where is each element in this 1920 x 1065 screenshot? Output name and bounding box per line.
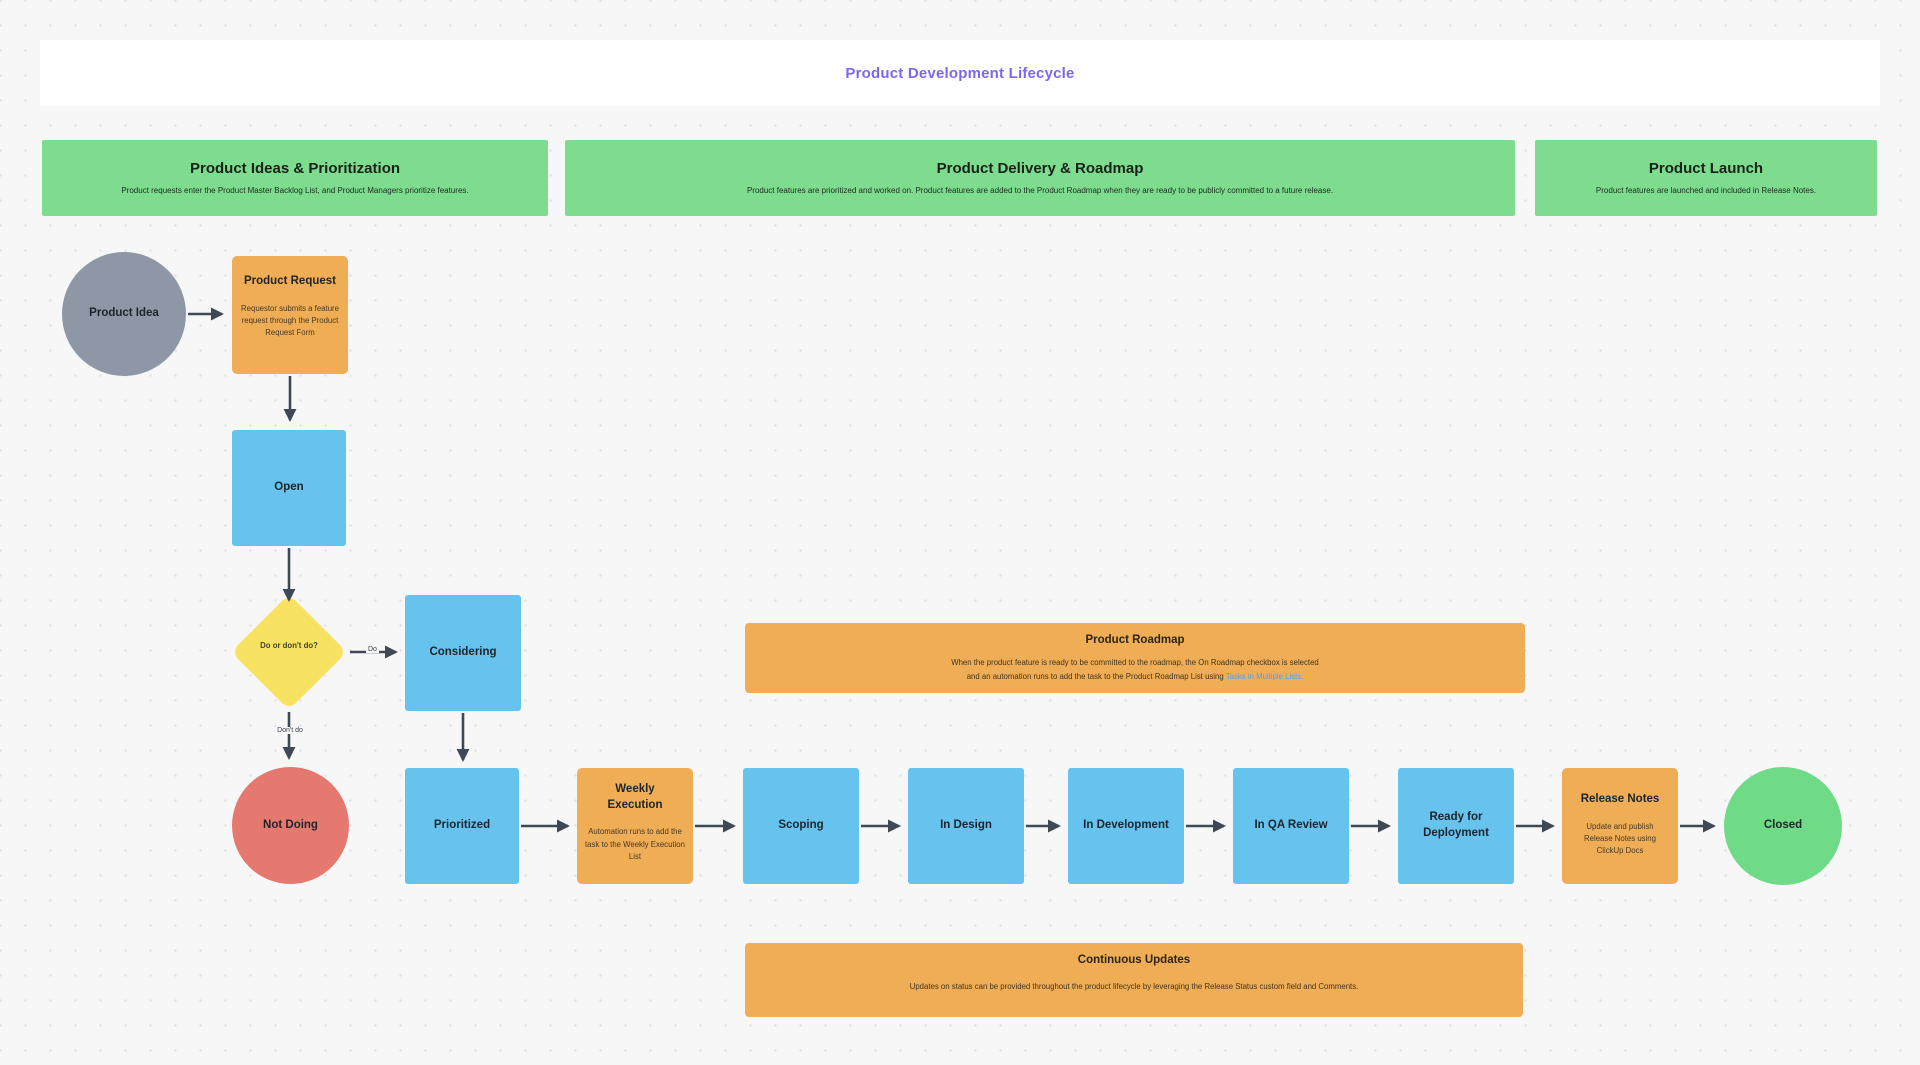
node-considering[interactable]: Considering [405,595,521,711]
section-title: Product Launch [1648,159,1764,177]
band-description: Updates on status can be provided throug… [909,982,1359,991]
node-description: Update and publish Release Notes using C… [1584,821,1656,856]
node-label: In Design [940,819,992,832]
edge-label-dont-do: Don't do [272,727,308,734]
node-description: Automation runs to add the task to the W… [585,827,685,861]
band-description-line1: When the product feature is ready to be … [951,658,1319,667]
node-in-design[interactable]: In Design [908,768,1024,884]
tasks-in-multiple-lists-link[interactable]: Tasks in Multiple Lists. [1225,671,1304,681]
node-label: Scoping [778,819,824,832]
section-title: Product Ideas & Prioritization [189,159,401,177]
band-title: Product Roadmap [1085,634,1185,646]
section-product-ideas-prioritization[interactable]: Product Ideas & Prioritization Product r… [42,140,548,216]
node-label: In Development [1083,819,1169,832]
node-prioritized[interactable]: Prioritized [405,768,519,884]
band-description-line2: and an automation runs to add the task t… [966,671,1304,681]
node-in-development[interactable]: In Development [1068,768,1184,884]
section-product-launch[interactable]: Product Launch Product features are laun… [1535,140,1877,216]
node-scoping[interactable]: Scoping [743,768,859,884]
edge-label-do: Do [366,646,379,653]
node-weekly-execution[interactable]: Weekly Execution Automation runs to add … [577,768,693,884]
node-label: Prioritized [433,819,491,832]
node-product-idea[interactable]: Product Idea [62,252,186,376]
page-title: Product Development Lifecycle [845,64,1075,82]
node-label: Do or don't do? [260,641,318,650]
section-title: Product Delivery & Roadmap [936,159,1144,177]
node-in-qa-review[interactable]: In QA Review [1233,768,1349,884]
node-label: Release Notes [1580,793,1660,805]
node-ready-for-deployment[interactable]: Ready for Deployment [1398,768,1514,884]
node-label: Open [274,481,304,494]
node-label: Ready for Deployment [1423,811,1489,839]
title-band: Product Development Lifecycle [40,40,1880,106]
node-closed[interactable]: Closed [1724,767,1842,885]
node-label: Product Idea [89,307,159,320]
node-label: Closed [1763,819,1803,832]
node-decision-diamond[interactable] [231,594,347,710]
node-release-notes[interactable]: Release Notes Update and publish Release… [1562,768,1678,884]
node-label: Not Doing [263,818,318,831]
node-label: Considering [429,646,497,659]
section-description: Product features are launched and includ… [1595,185,1817,195]
band-continuous-updates[interactable]: Continuous Updates Updates on status can… [745,943,1523,1017]
node-not-doing[interactable]: Not Doing [232,767,349,884]
band-description: When the product feature is ready to be … [951,656,1319,683]
node-open[interactable]: Open [232,430,346,546]
section-product-delivery-roadmap[interactable]: Product Delivery & Roadmap Product featu… [565,140,1515,216]
band-product-roadmap[interactable]: Product Roadmap When the product feature… [745,623,1525,693]
section-description: Product features are prioritized and wor… [746,185,1334,195]
node-label: Weekly Execution [607,783,663,811]
node-label: Product Request [243,275,336,287]
node-description: Requestor submits a feature request thro… [241,303,339,338]
band-title: Continuous Updates [1077,954,1191,966]
section-description: Product requests enter the Product Maste… [121,185,469,195]
node-product-request[interactable]: Product Request Requestor submits a feat… [232,256,348,374]
node-label: In QA Review [1254,819,1328,832]
